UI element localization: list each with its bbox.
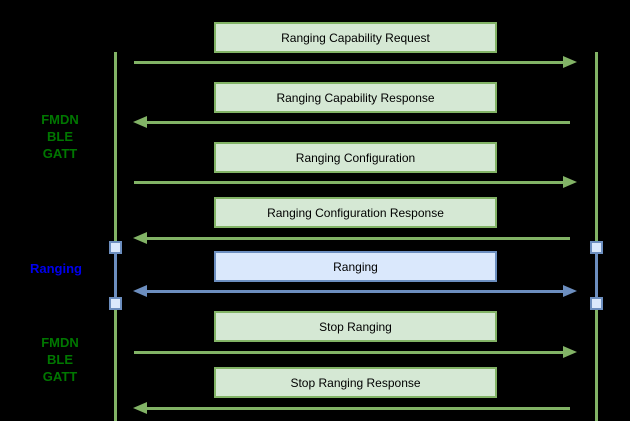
left-connector-node-top [109, 241, 122, 254]
right-connector-node-top [590, 241, 603, 254]
message-arrow-line [146, 290, 564, 293]
message-arrow-line [146, 121, 570, 124]
message-arrow-line [134, 61, 564, 64]
right-connector-node-bottom [590, 297, 603, 310]
section-label-fmdn-ble-gatt-top: FMDN BLE GATT [41, 112, 79, 161]
right-lifeline-green-bottom [595, 308, 598, 421]
section-label-fmdn-ble-gatt-bottom: FMDN BLE GATT [41, 335, 79, 384]
message-arrow-line [146, 407, 570, 410]
arrowhead-right-icon [563, 176, 577, 188]
arrowhead-right-icon [563, 285, 577, 297]
message-box: Ranging [214, 251, 497, 282]
left-lifeline-blue-middle [114, 243, 117, 308]
right-lifeline-green-top [595, 52, 598, 243]
message-arrow-line [134, 351, 564, 354]
arrowhead-right-icon [563, 56, 577, 68]
message-box: Ranging Configuration [214, 142, 497, 173]
message-arrow-line [146, 237, 570, 240]
message-arrow-line [134, 181, 564, 184]
arrowhead-left-icon [133, 285, 147, 297]
right-lifeline-blue-middle [595, 243, 598, 308]
left-connector-node-bottom [109, 297, 122, 310]
message-box: Stop Ranging [214, 311, 497, 342]
section-label-ranging: Ranging [30, 261, 82, 276]
arrowhead-right-icon [563, 346, 577, 358]
message-box: Ranging Configuration Response [214, 197, 497, 228]
left-lifeline-green-top [114, 52, 117, 243]
message-box: Ranging Capability Request [214, 22, 497, 53]
message-box: Stop Ranging Response [214, 367, 497, 398]
left-lifeline-green-bottom [114, 308, 117, 421]
arrowhead-left-icon [133, 232, 147, 244]
arrowhead-left-icon [133, 402, 147, 414]
arrowhead-left-icon [133, 116, 147, 128]
message-box: Ranging Capability Response [214, 82, 497, 113]
